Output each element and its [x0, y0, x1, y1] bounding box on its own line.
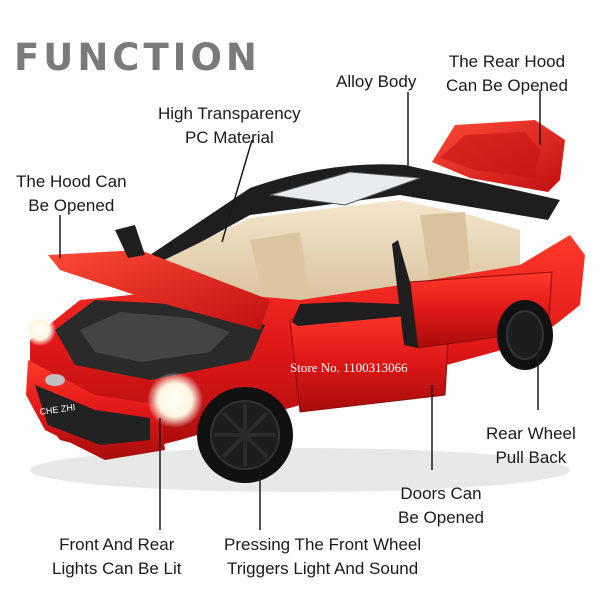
hood-label: The Hood Can Be Opened [16, 170, 127, 218]
pc-material-label-line-1: High Transparency [158, 104, 301, 123]
lights-label: Front And Rear Lights Can Be Lit [52, 533, 181, 581]
page-title: FUNCTION [14, 36, 261, 79]
logo-emblem [45, 374, 65, 386]
rear-wheel-label-line-2: Pull Back [495, 448, 567, 467]
side-mirror-left [115, 225, 145, 258]
car-roof [150, 164, 560, 262]
alloy-body-label: Alloy Body [336, 70, 416, 94]
rear-wheel-label-line-1: Rear Wheel [486, 424, 576, 443]
front-wheel-label-line-1: Pressing The Front Wheel [224, 535, 422, 554]
ground-shadow [30, 448, 570, 492]
pc-material-label: High Transparency PC Material [158, 102, 301, 150]
front-spokes [214, 404, 276, 466]
rear-wheel-label: Rear Wheel Pull Back [486, 422, 576, 470]
front-hood [48, 250, 270, 330]
rear-hood-inner [440, 132, 540, 178]
door-pillar [392, 240, 418, 348]
callout-lines [59, 90, 541, 530]
rear-rim [506, 310, 544, 360]
rear-seat [420, 212, 470, 280]
rear-hood-label: The Rear Hood Can Be Opened [446, 50, 568, 98]
sunroof-glass [269, 171, 421, 206]
doors-label-line-2: Be Opened [398, 508, 485, 527]
front-grille [35, 385, 150, 445]
doors-label: Doors Can Be Opened [398, 482, 484, 530]
doors-label-line-1: Doors Can [400, 484, 482, 503]
alloy-body-label-line: Alloy Body [336, 72, 417, 91]
front-wheel-label-line-2: Triggers Light And Sound [226, 559, 419, 578]
lights-label-line-2: Lights Can Be Lit [52, 559, 182, 578]
headlight [147, 372, 203, 428]
front-seat [250, 232, 310, 306]
engine-block [80, 312, 230, 362]
rear-hood-label-line-2: Can Be Opened [446, 76, 568, 95]
headlight-left [24, 314, 56, 346]
hood-label-line-1: The Hood Can [16, 172, 127, 191]
front-wheel-label: Pressing The Front Wheel Triggers Light … [224, 533, 421, 581]
store-watermark: Store No. 1100313066 [290, 360, 408, 375]
hood-label-line-2: Be Opened [28, 196, 115, 215]
pc-material-label-line-2: PC Material [184, 128, 274, 147]
lights-label-line-1: Front And Rear [59, 535, 175, 554]
rear-hood-label-line-1: The Rear Hood [448, 52, 566, 71]
